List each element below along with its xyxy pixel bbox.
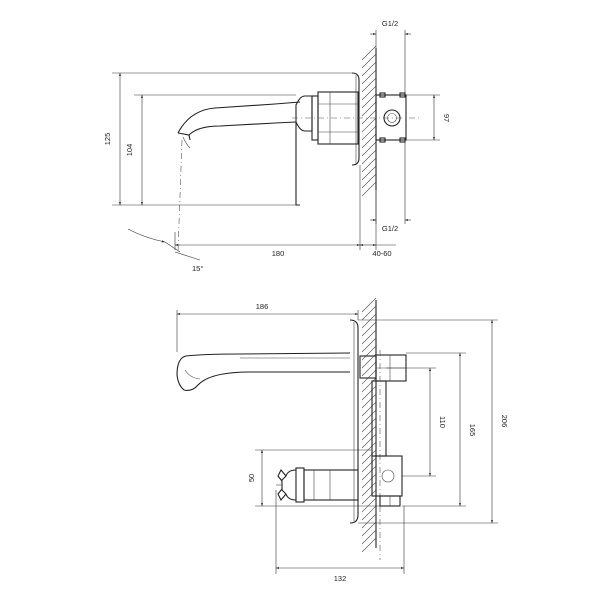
spout-bottom xyxy=(176,352,351,391)
handle-bottom xyxy=(276,467,359,503)
hatch-line xyxy=(361,141,377,157)
hatch-line xyxy=(361,321,377,337)
wall-hatch-top xyxy=(361,45,377,197)
hatch-line xyxy=(361,513,377,529)
bottom-view: 186 50 132 110 165 206 xyxy=(176,297,509,583)
hatch-line xyxy=(361,157,377,173)
hatch-line xyxy=(361,369,377,385)
hatch-line xyxy=(361,521,377,537)
hatch-line xyxy=(361,409,377,425)
angle-label: 15° xyxy=(192,264,203,273)
hatch-line xyxy=(361,329,377,345)
hatch-line xyxy=(361,465,377,481)
dim-186-label: 186 xyxy=(256,302,269,311)
hatch-line xyxy=(361,125,377,141)
dim-165-label: 165 xyxy=(468,424,477,437)
hatch-line xyxy=(361,165,377,181)
hatch-line xyxy=(361,473,377,489)
hatch-line xyxy=(361,441,377,457)
hatch-line xyxy=(361,53,377,69)
handle-top xyxy=(295,95,313,132)
top-view: 125 104 180 40-60 G1/2 G1/2 97 xyxy=(103,19,451,273)
dim-206-label: 206 xyxy=(500,415,509,428)
hatch-line xyxy=(361,313,377,329)
hatch-line xyxy=(361,85,377,101)
hatch-line xyxy=(361,69,377,85)
hatch-line xyxy=(361,361,377,377)
wall-plate-bottom xyxy=(349,319,359,524)
wall-hatch-bottom xyxy=(361,297,377,553)
hatch-line xyxy=(361,497,377,513)
hatch-line xyxy=(361,537,377,553)
hatch-line xyxy=(361,109,377,125)
hatch-line xyxy=(361,481,377,497)
hatch-line xyxy=(361,101,377,117)
dim-132-label: 132 xyxy=(334,574,347,583)
thread-top-label: G1/2 xyxy=(382,19,398,28)
dim-110-label: 110 xyxy=(438,416,447,428)
hatch-line xyxy=(361,149,377,165)
hatch-line xyxy=(361,45,377,61)
hatch-line xyxy=(361,449,377,465)
hatch-line xyxy=(361,345,377,361)
hatch-line xyxy=(361,385,377,401)
hatch-line xyxy=(361,417,377,433)
hatch-line xyxy=(361,61,377,77)
hatch-line xyxy=(361,505,377,521)
dim-104-label: 104 xyxy=(125,144,134,157)
hatch-line xyxy=(361,457,377,473)
hatch-line xyxy=(361,173,377,189)
hatch-line xyxy=(361,377,377,393)
thread-bottom-label: G1/2 xyxy=(382,224,398,233)
hatch-line xyxy=(361,117,377,133)
hatch-line xyxy=(361,401,377,417)
dim-180-label: 180 xyxy=(272,249,285,258)
wall-plate-top xyxy=(351,72,360,166)
hatch-line xyxy=(361,337,377,353)
dim-97-label: 97 xyxy=(442,114,451,122)
hatch-line xyxy=(361,433,377,449)
dim-40-60-label: 40-60 xyxy=(372,249,391,258)
hatch-line xyxy=(361,489,377,505)
hatch-line xyxy=(361,93,377,109)
hatch-line xyxy=(361,297,377,313)
dim-125-label: 125 xyxy=(103,133,112,146)
hatch-line xyxy=(361,305,377,321)
hatch-line xyxy=(361,393,377,409)
hatch-line xyxy=(361,133,377,149)
hatch-line xyxy=(361,181,377,197)
hatch-line xyxy=(361,77,377,93)
spout-top xyxy=(177,101,301,136)
dim-50-label: 50 xyxy=(247,474,256,482)
hatch-line xyxy=(361,425,377,441)
hatch-line xyxy=(361,529,377,545)
